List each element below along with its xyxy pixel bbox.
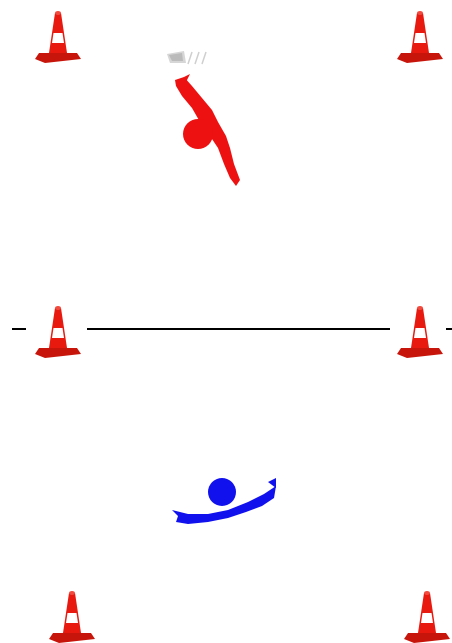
traffic-cone-icon: [404, 589, 450, 643]
traffic-cone-icon: [49, 589, 95, 643]
traffic-cone-icon: [397, 304, 443, 358]
red-player-icon: [170, 74, 250, 190]
midline-left-segment: [12, 328, 26, 330]
midline-right-segment: [446, 328, 452, 330]
traffic-cone-icon: [35, 9, 81, 63]
blue-player-icon: [168, 474, 278, 530]
traffic-cone-icon: [35, 304, 81, 358]
midline-center-segment: [87, 328, 390, 330]
ball-shadow-icon: [164, 48, 210, 68]
traffic-cone-icon: [397, 9, 443, 63]
